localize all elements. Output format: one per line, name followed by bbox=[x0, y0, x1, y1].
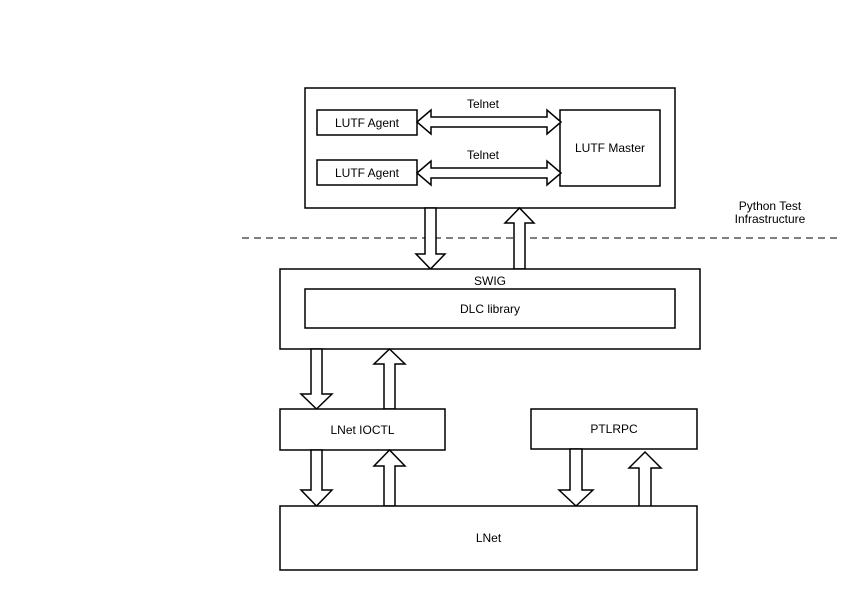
lnet-ioctl-label: LNet IOCTL bbox=[330, 423, 394, 437]
arrow-down-to-ioctl bbox=[299, 348, 334, 411]
lnet-box: LNet bbox=[279, 505, 698, 571]
python-label-line1: Python Test bbox=[739, 199, 802, 213]
telnet-label-2: Telnet bbox=[467, 148, 500, 162]
arrow-ptlrpc-down-to-lnet bbox=[557, 448, 595, 508]
dlc-library-box bbox=[304, 288, 676, 329]
lutf-agent-1: LUTF Agent bbox=[316, 109, 418, 136]
lutf-master: LUTF Master bbox=[559, 109, 661, 187]
lnet-label: LNet bbox=[476, 531, 502, 545]
lutf-agent-2: LUTF Agent bbox=[316, 159, 418, 186]
ptlrpc-box: PTLRPC bbox=[530, 408, 698, 450]
arrow-up-from-swig bbox=[503, 206, 536, 270]
telnet-arrow-1 bbox=[415, 108, 563, 136]
dlc-library-label: DLC library bbox=[460, 302, 520, 316]
swig-box: SWIG DLC library bbox=[279, 268, 701, 350]
arrow-down-to-swig bbox=[414, 207, 447, 271]
arrow-ioctl-down-to-lnet bbox=[299, 449, 334, 508]
lutf-master-label: LUTF Master bbox=[575, 141, 645, 155]
lutf-agent-1-label: LUTF Agent bbox=[335, 116, 400, 130]
lutf-agent-2-label: LUTF Agent bbox=[335, 166, 400, 180]
lnet-ioctl-box: LNet IOCTL bbox=[279, 408, 446, 451]
telnet-label-1: Telnet bbox=[467, 97, 500, 111]
arrow-lnet-up-to-ioctl bbox=[372, 448, 407, 507]
ptlrpc-label: PTLRPC bbox=[590, 422, 638, 436]
swig-label: SWIG bbox=[474, 274, 506, 288]
python-label-line2: Infrastructure bbox=[735, 212, 806, 226]
telnet-arrow-2 bbox=[415, 159, 563, 187]
arrow-lnet-up-to-ptlrpc bbox=[627, 450, 663, 508]
arrow-up-to-swig bbox=[372, 347, 407, 410]
